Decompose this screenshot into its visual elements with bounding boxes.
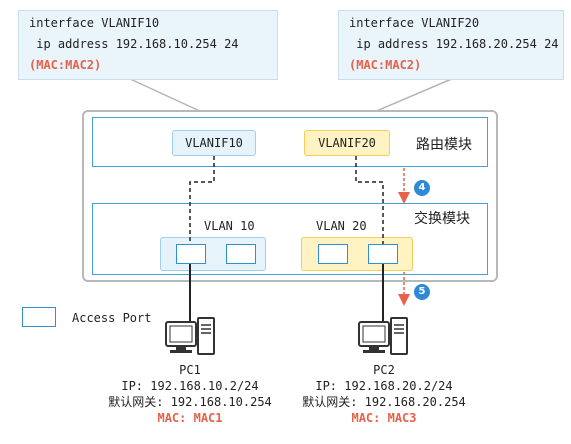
switching-module-label: 交换模块 — [414, 211, 470, 227]
pc1-mac: MAC: MAC1 — [157, 411, 223, 425]
vlanif10-interface: VLANIF10 — [172, 130, 256, 156]
vlan10-label: VLAN 10 — [204, 219, 255, 233]
step-4-badge: 4 — [414, 180, 430, 196]
vlan20-access-port — [318, 244, 348, 264]
vlanif10-vlan10-link — [189, 156, 215, 244]
pc2-mac: MAC: MAC3 — [351, 411, 417, 425]
pc1-info: PC1 IP: 192.168.10.2/24 默认网关: 192.168.10… — [88, 362, 292, 426]
routing-module — [92, 117, 488, 167]
callout-vlanif10-config: interface VLANIF10 ip address 192.168.10… — [18, 10, 278, 80]
callout-right-mac: (MAC:MAC2) — [349, 58, 422, 72]
pc1-computer-icon — [165, 317, 215, 355]
pc2-computer-icon — [358, 317, 408, 355]
pc1-ip: IP: 192.168.10.2/24 — [121, 379, 259, 393]
access-port-legend-icon — [22, 307, 56, 327]
step-5-badge: 5 — [414, 284, 430, 300]
vlan10-access-port — [226, 244, 256, 264]
pc1-access-port — [176, 244, 206, 264]
vlan20-label: VLAN 20 — [316, 219, 367, 233]
pc2-access-port — [368, 244, 398, 264]
vlanif20-vlan20-link — [355, 156, 384, 244]
callout-left-mac: (MAC:MAC2) — [29, 58, 102, 72]
pc1-gateway: 默认网关: 192.168.10.254 — [108, 395, 272, 409]
callout-left-line2: ip address 192.168.10.254 24 — [29, 37, 239, 51]
access-port-legend-label: Access Port — [72, 311, 152, 325]
pc2-gateway: 默认网关: 192.168.20.254 — [302, 395, 466, 409]
callout-vlanif20-config: interface VLANIF20 ip address 192.168.20… — [338, 10, 564, 80]
routing-module-label: 路由模块 — [416, 137, 472, 153]
pc2-ip: IP: 192.168.20.2/24 — [315, 379, 453, 393]
callout-left-line1: interface VLANIF10 — [29, 16, 160, 30]
callout-right-line1: interface VLANIF20 — [349, 16, 480, 30]
vlanif20-interface: VLANIF20 — [304, 130, 390, 156]
pc2-name: PC2 — [373, 363, 395, 377]
switching-module — [92, 203, 488, 275]
pc1-name: PC1 — [179, 363, 201, 377]
pc2-info: PC2 IP: 192.168.20.2/24 默认网关: 192.168.20… — [282, 362, 486, 426]
callout-right-line2: ip address 192.168.20.254 24 — [349, 37, 559, 51]
